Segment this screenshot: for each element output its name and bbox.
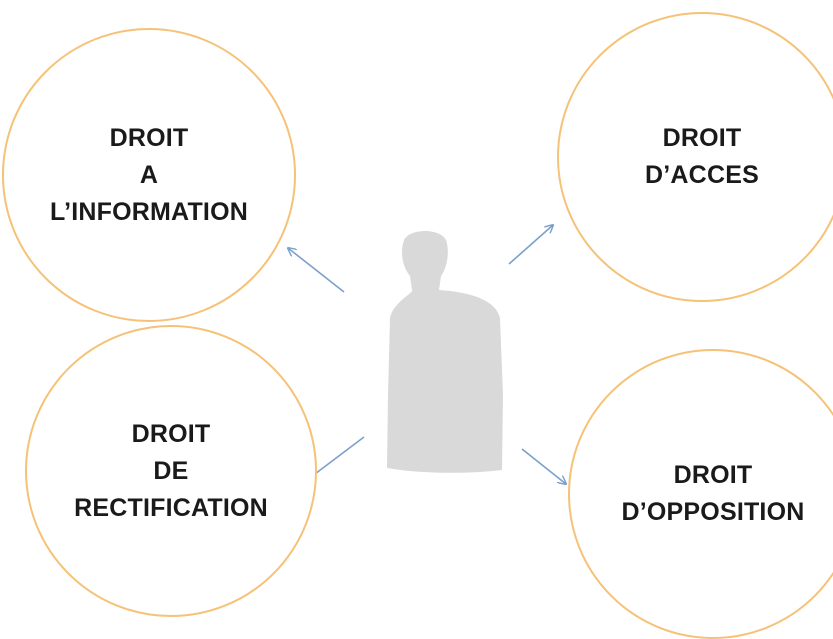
right-acces-line-2: D’ACCES xyxy=(645,161,759,189)
right-rectification-circle: DROIT DE RECTIFICATION xyxy=(25,325,317,617)
right-information-line-1: DROIT xyxy=(109,123,189,152)
person-silhouette-icon xyxy=(387,231,503,473)
arrow-to-opposition xyxy=(521,448,566,484)
right-acces-line-1: DROIT xyxy=(662,124,742,152)
right-opposition-line-1: DROIT xyxy=(673,461,753,489)
right-information-line-2: A xyxy=(139,160,159,189)
right-rectification-line-2: DE xyxy=(153,456,189,485)
arrow-to-information xyxy=(288,248,345,293)
right-information-line-3: L’INFORMATION xyxy=(50,197,248,226)
right-information-circle: DROIT A L’INFORMATION xyxy=(2,28,296,322)
right-opposition-circle: DROIT D’OPPOSITION xyxy=(568,349,833,639)
arrow-to-acces xyxy=(508,225,553,265)
right-rectification-line-1: DROIT xyxy=(131,419,211,448)
right-rectification-line-3: RECTIFICATION xyxy=(74,493,268,522)
right-acces-circle: DROIT D’ACCES xyxy=(557,12,833,302)
right-opposition-line-2: D’OPPOSITION xyxy=(621,498,805,526)
